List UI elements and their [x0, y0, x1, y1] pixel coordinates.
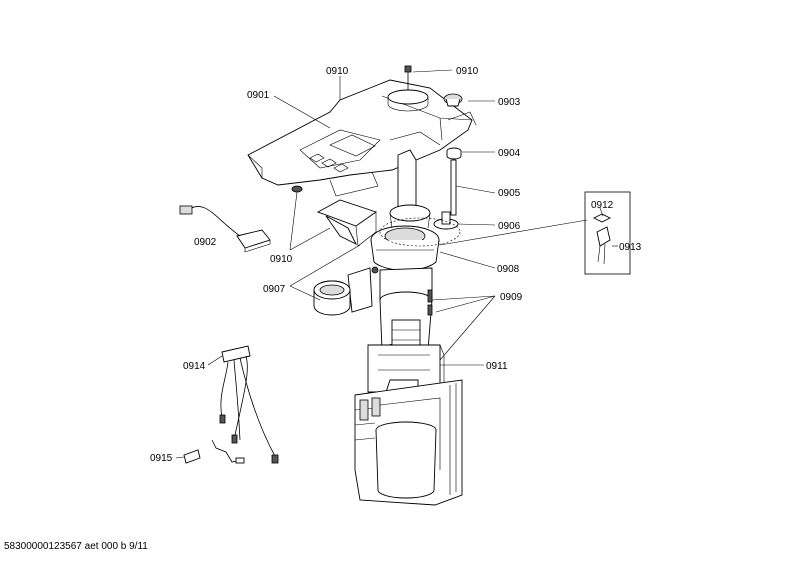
top-cover-plate [247, 79, 477, 197]
brew-chamber-0907 [313, 267, 373, 316]
label-0903: 0903 [498, 97, 521, 108]
wiring-harness-0914 [211, 345, 279, 464]
label-0905: 0905 [498, 188, 521, 199]
leader-lines [175, 69, 618, 459]
footer-document-id: 58300000123567 aet 000 b 9/11 [4, 541, 148, 552]
part-0915 [183, 449, 201, 464]
label-0901: 0901 [247, 90, 270, 101]
label-0910-top-left: 0910 [326, 66, 349, 77]
pin-0904 [446, 147, 462, 160]
rod-0905 [450, 159, 457, 216]
label-0910-top-right: 0910 [456, 66, 479, 77]
sensor-0902 [179, 205, 271, 253]
funnel-left [316, 199, 377, 247]
top-disc [387, 65, 429, 112]
label-0910-lower: 0910 [270, 254, 293, 265]
label-0912: 0912 [591, 200, 614, 211]
drive-shaft [397, 149, 417, 211]
label-0914: 0914 [183, 361, 206, 372]
inset-0912-0913 [584, 191, 631, 275]
label-0906: 0906 [498, 221, 521, 232]
label-0907: 0907 [263, 284, 286, 295]
label-0915: 0915 [150, 453, 173, 464]
grinder-ring [370, 204, 440, 271]
label-0902: 0902 [194, 237, 217, 248]
base-housing [354, 379, 463, 506]
screws [291, 185, 379, 274]
cap-0903 [443, 93, 463, 107]
label-0904: 0904 [498, 148, 521, 159]
label-0909: 0909 [500, 292, 523, 303]
label-0913: 0913 [619, 242, 642, 253]
gear-teeth-ring [379, 217, 461, 247]
label-0908: 0908 [497, 264, 520, 275]
part-labels: 0910 0910 0901 0903 0904 0905 0906 0902 … [150, 66, 642, 464]
label-0911: 0911 [486, 361, 508, 372]
